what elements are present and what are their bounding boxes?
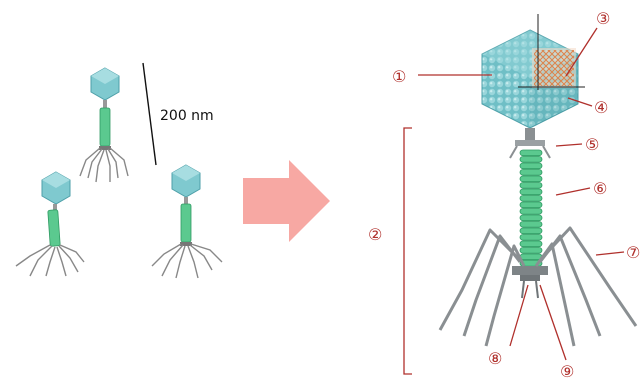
small-phage-left: [16, 172, 84, 276]
sheath-ring: [520, 235, 542, 241]
callout-2: ②: [368, 225, 382, 244]
callout-4: ④: [594, 98, 608, 117]
callout-8: ⑧: [488, 349, 502, 368]
callout-5: ⑤: [585, 135, 599, 154]
sheath-ring: [520, 189, 542, 195]
callout-9: ⑨: [560, 362, 574, 381]
sheath-ring: [520, 215, 542, 221]
callout-3: ③: [596, 9, 610, 28]
sheath-ring: [520, 150, 542, 156]
sheath-ring: [520, 222, 542, 228]
sheath-ring: [520, 202, 542, 208]
sheath-ring: [520, 228, 542, 234]
arrow-right: [243, 160, 330, 242]
callout-7: ⑦: [626, 243, 640, 262]
small-phage-right: [152, 165, 222, 278]
phage-collar: [525, 128, 535, 142]
scale-bar-label: 200 nm: [160, 108, 214, 124]
scale-bar-line: [143, 63, 156, 165]
sheath-ring: [520, 176, 542, 182]
sheath-ring: [520, 209, 542, 215]
baseplate: [512, 266, 548, 275]
sheath-ring: [520, 248, 542, 254]
sheath-ring: [520, 163, 542, 169]
sheath-ring: [520, 196, 542, 202]
sheath-ring: [520, 157, 542, 163]
sheath-ring: [520, 183, 542, 189]
sheath-ring: [520, 254, 542, 260]
sheath-ring: [520, 241, 542, 247]
sheath-ring: [520, 170, 542, 176]
callout-6: ⑥: [593, 179, 607, 198]
tail-sheath: [520, 150, 542, 266]
callout-1: ①: [392, 67, 406, 86]
small-phage-top: [80, 68, 128, 182]
